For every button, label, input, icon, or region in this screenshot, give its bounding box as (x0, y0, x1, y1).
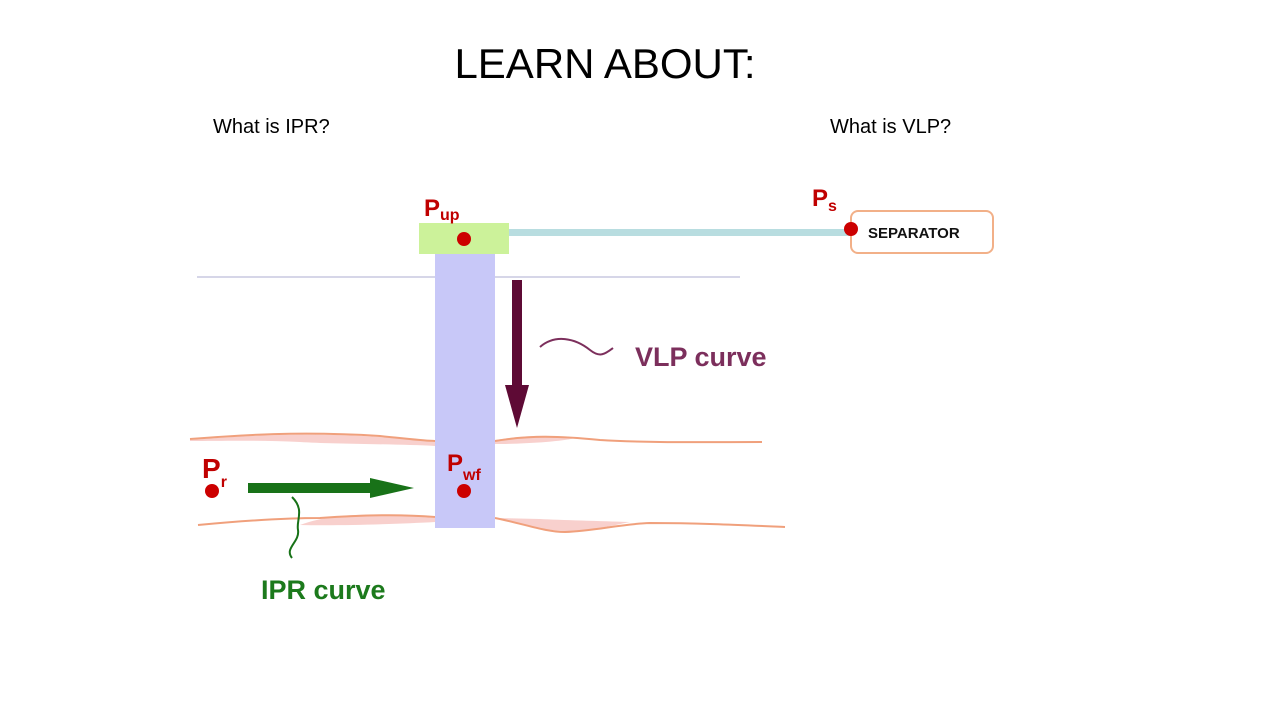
flowline (509, 229, 852, 236)
pr-label-sub: r (221, 474, 227, 491)
reservoir-top-fill (190, 434, 435, 446)
pwf-label-main: P (447, 450, 463, 477)
vlp-squiggle (539, 338, 614, 356)
reservoir-bottom-boundary (197, 514, 436, 526)
vlp-arrow-shaft (512, 280, 522, 385)
reservoir-top-boundary-right (494, 435, 763, 444)
reservoir-top-boundary (189, 432, 436, 442)
pr-label: Pr (202, 453, 227, 491)
question-vlp: What is VLP? (830, 116, 952, 138)
reservoir-bottom-boundary-right (494, 517, 786, 534)
pr-label-main: P (202, 453, 221, 484)
ipr-label: IPR curve (261, 575, 386, 605)
pup-point (457, 232, 471, 246)
pwf-label-sub: wf (462, 467, 481, 484)
pwf-point (457, 484, 471, 498)
vlp-arrow-head (505, 385, 529, 428)
ipr-arrow-head (370, 478, 414, 498)
ps-label-main: P (812, 185, 828, 212)
vlp-label: VLP curve (635, 342, 767, 372)
pup-label-sub: up (440, 207, 460, 224)
pup-label: Pup (424, 195, 460, 224)
pwf-label: Pwf (447, 450, 481, 484)
ipr-squiggle (288, 496, 301, 559)
reservoir-bottom-fill-right (495, 518, 630, 531)
separator-label: SEPARATOR (868, 225, 960, 242)
ps-label: Ps (812, 185, 837, 215)
ipr-arrow-shaft (248, 483, 373, 493)
wellbore (435, 254, 495, 528)
slide-title: LEARN ABOUT: (454, 40, 756, 87)
pup-label-main: P (424, 195, 440, 222)
ps-point (844, 222, 858, 236)
question-ipr: What is IPR? (213, 116, 330, 138)
ps-label-sub: s (828, 198, 837, 215)
pr-point (205, 484, 219, 498)
